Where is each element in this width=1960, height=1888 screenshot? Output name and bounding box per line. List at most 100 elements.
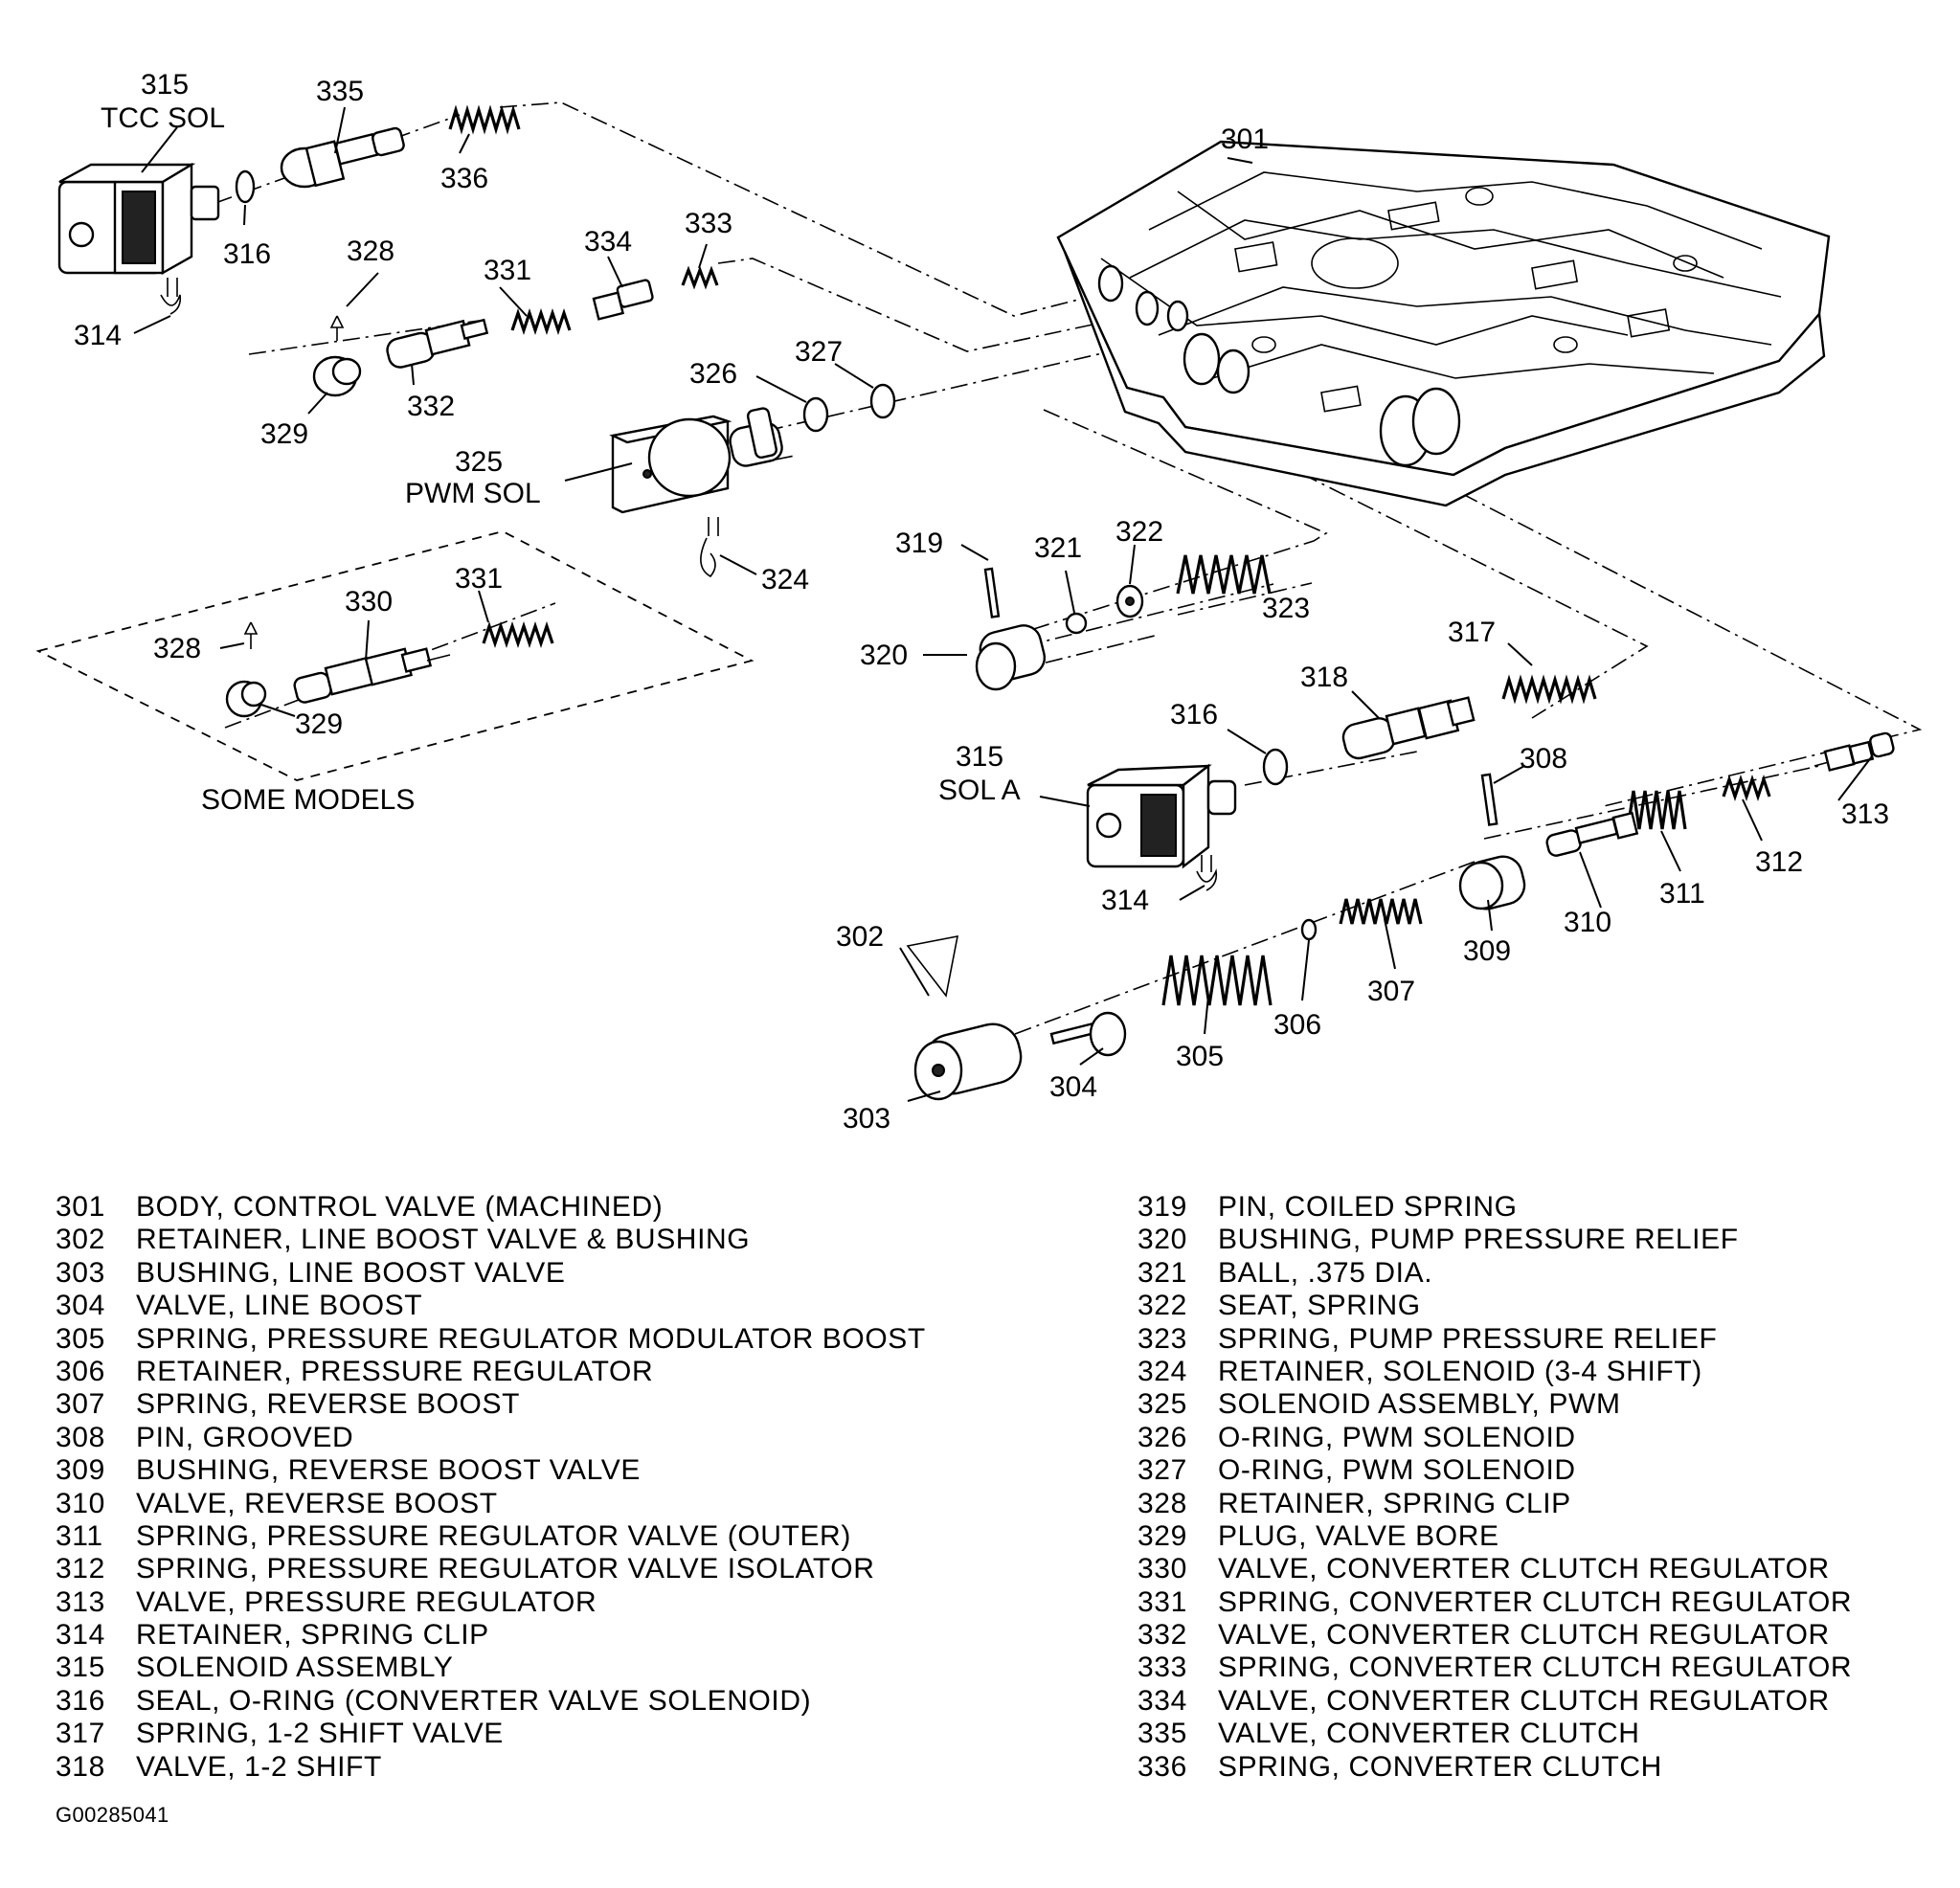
valve-334 xyxy=(592,279,654,321)
spring-312 xyxy=(1722,774,1771,802)
legend-part-number: 331 xyxy=(1138,1585,1187,1618)
legend-part-description: BUSHING, REVERSE BOOST VALVE xyxy=(136,1454,641,1487)
legend-part-number: 325 xyxy=(1138,1388,1187,1421)
pin-319 xyxy=(983,567,1001,618)
legend-part-number: 318 xyxy=(56,1750,105,1783)
bushing-309 xyxy=(1458,855,1526,910)
legend-part-number: 326 xyxy=(1138,1421,1187,1453)
bushing-320 xyxy=(975,624,1047,691)
legend-part-description: O-RING, PWM SOLENOID xyxy=(1218,1454,1576,1487)
legend-part-description: VALVE, 1-2 SHIFT xyxy=(136,1750,382,1783)
legend-part-number: 306 xyxy=(56,1355,105,1387)
callout-322: 322 xyxy=(1115,516,1163,548)
retainer-302 xyxy=(906,934,959,998)
legend-part-description: SPRING, PUMP PRESSURE RELIEF xyxy=(1218,1322,1718,1355)
legend-part-description: PIN, GROOVED xyxy=(136,1421,354,1453)
legend-part-description: SPRING, CONVERTER CLUTCH REGULATOR xyxy=(1218,1585,1853,1618)
clip-314-lower xyxy=(1196,855,1218,891)
callout-312: 312 xyxy=(1755,846,1803,878)
legend-part-number: 319 xyxy=(1138,1191,1187,1223)
legend-part-number: 308 xyxy=(56,1421,105,1453)
legend-row: 308 PIN, GROOVED xyxy=(56,1422,1138,1454)
callout-316-lower: 316 xyxy=(1170,699,1218,730)
callout-326: 326 xyxy=(689,358,737,390)
legend-part-number: 327 xyxy=(1138,1454,1187,1487)
callout-332: 332 xyxy=(407,391,455,422)
callout-325: 325 xyxy=(455,446,503,478)
callout-329-optional: 329 xyxy=(295,708,343,740)
seat-322 xyxy=(1115,584,1144,618)
legend-part-description: VALVE, PRESSURE REGULATOR xyxy=(136,1585,597,1618)
valve-304 xyxy=(1049,1011,1127,1057)
legend-part-number: 317 xyxy=(56,1718,105,1750)
legend-part-number: 316 xyxy=(56,1684,105,1717)
legend-part-description: SOLENOID ASSEMBLY, PWM xyxy=(1218,1388,1621,1421)
legend-part-number: 310 xyxy=(56,1487,105,1519)
solenoid-a-315 xyxy=(1086,763,1237,869)
callout-330: 330 xyxy=(345,586,393,618)
callout-324: 324 xyxy=(761,564,809,596)
callout-315-tcc: 315 xyxy=(141,69,189,101)
o-ring-316-lower xyxy=(1262,748,1289,786)
callout-308: 308 xyxy=(1520,743,1567,775)
callout-329: 329 xyxy=(260,418,308,450)
legend-part-description: RETAINER, LINE BOOST VALVE & BUSHING xyxy=(136,1224,751,1256)
callout-328-optional: 328 xyxy=(153,633,201,664)
callout-tcc-sol: TCC SOL xyxy=(101,102,225,134)
callout-301: 301 xyxy=(1221,124,1269,155)
callout-303: 303 xyxy=(843,1103,890,1135)
legend-part-description: RETAINER, PRESSURE REGULATOR xyxy=(136,1355,654,1387)
callout-307: 307 xyxy=(1367,976,1415,1007)
legend-part-description: SPRING, PRESSURE REGULATOR VALVE ISOLATO… xyxy=(136,1553,875,1585)
legend-row: 330 VALVE, CONVERTER CLUTCH REGULATOR xyxy=(1138,1553,1942,1585)
legend-part-number: 311 xyxy=(56,1519,103,1552)
legend-part-description: SPRING, REVERSE BOOST xyxy=(136,1388,521,1421)
legend-part-description: VALVE, CONVERTER CLUTCH REGULATOR xyxy=(1218,1553,1830,1585)
legend-part-description: SPRING, CONVERTER CLUTCH REGULATOR xyxy=(1218,1652,1853,1684)
legend-part-description: SOLENOID ASSEMBLY xyxy=(136,1652,454,1684)
legend-part-number: 313 xyxy=(56,1585,105,1618)
plug-329-upper xyxy=(312,355,362,397)
legend-part-number: 336 xyxy=(1138,1750,1187,1783)
clip-314-upper xyxy=(160,278,182,315)
legend-part-number: 322 xyxy=(1138,1290,1187,1322)
some-models-boundary xyxy=(35,530,755,781)
legend-part-description: PIN, COILED SPRING xyxy=(1218,1191,1518,1223)
valve-310 xyxy=(1545,811,1639,857)
legend-part-description: BUSHING, PUMP PRESSURE RELIEF xyxy=(1218,1224,1739,1256)
callout-labels: 315 TCC SOL 335 336 316 314 328 331 334 … xyxy=(74,69,1889,1135)
retainer-324 xyxy=(700,517,719,578)
callout-333: 333 xyxy=(685,208,732,239)
legend-part-number: 328 xyxy=(1138,1487,1187,1519)
legend-part-number: 309 xyxy=(56,1454,105,1487)
valve-318 xyxy=(1341,696,1476,760)
legend-row: 333 SPRING, CONVERTER CLUTCH REGULATOR xyxy=(1138,1652,1942,1684)
callout-336: 336 xyxy=(440,163,488,194)
callout-310: 310 xyxy=(1564,907,1611,938)
clip-328-upper xyxy=(329,315,345,341)
legend-row: 327 O-RING, PWM SOLENOID xyxy=(1138,1454,1942,1487)
legend-part-number: 333 xyxy=(1138,1652,1187,1684)
callout-317: 317 xyxy=(1448,617,1496,648)
callout-331: 331 xyxy=(484,255,531,286)
legend-part-number: 330 xyxy=(1138,1553,1187,1585)
legend-part-description: RETAINER, SPRING CLIP xyxy=(1218,1487,1571,1519)
ball-321 xyxy=(1065,612,1088,635)
legend-part-number: 334 xyxy=(1138,1684,1187,1717)
callout-327: 327 xyxy=(795,336,843,368)
callout-311: 311 xyxy=(1659,878,1705,910)
legend-part-description: SPRING, PRESSURE REGULATOR MODULATOR BOO… xyxy=(136,1322,926,1355)
